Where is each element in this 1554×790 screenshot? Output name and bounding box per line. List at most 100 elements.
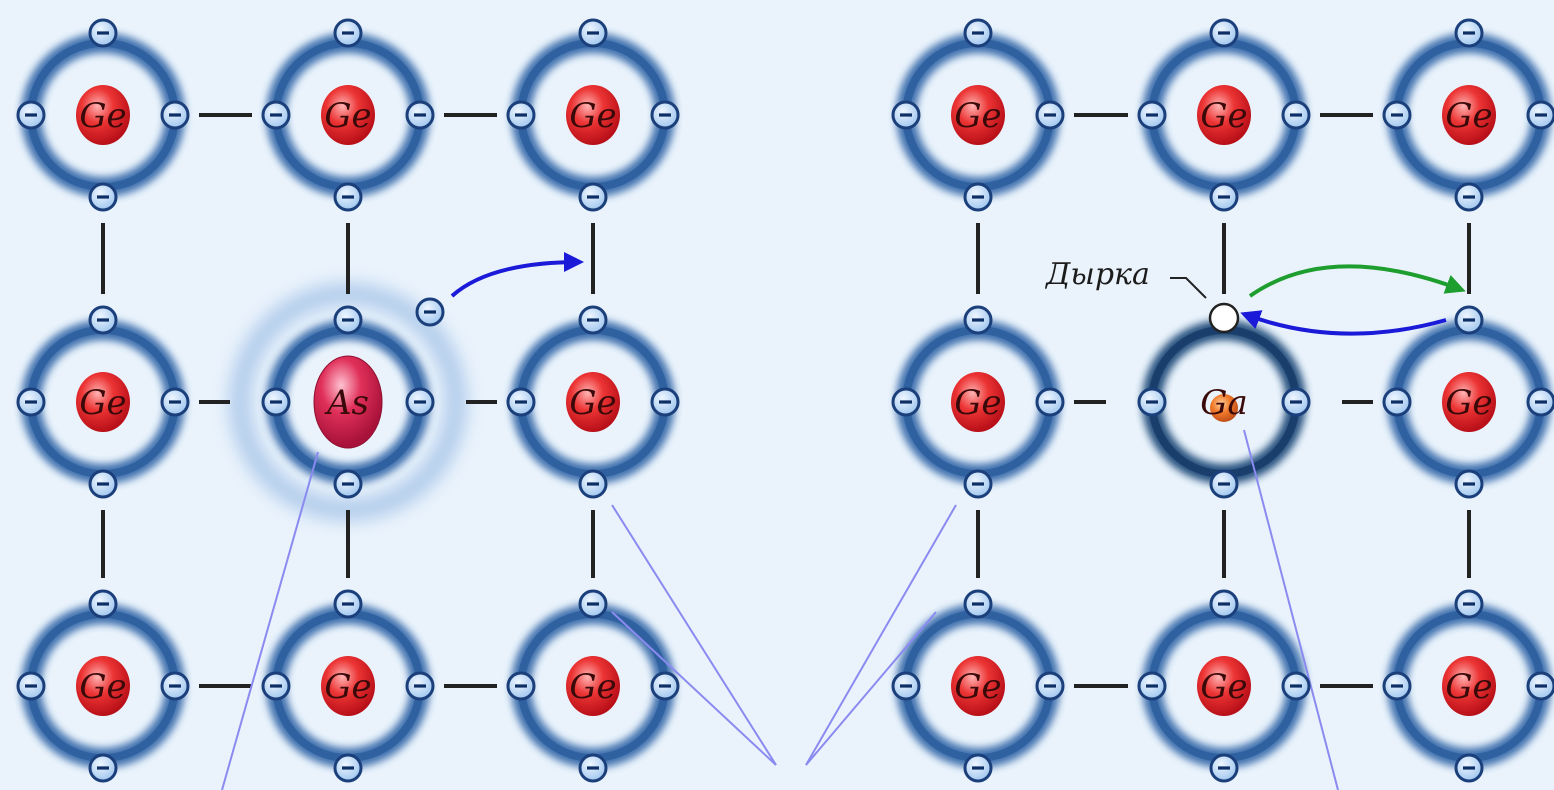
minus-icon	[97, 766, 109, 770]
minus-icon	[25, 113, 37, 117]
electron	[1454, 18, 1484, 48]
electron	[160, 671, 190, 701]
minus-icon	[515, 684, 527, 688]
minus-icon	[97, 602, 109, 606]
minus-icon	[1391, 684, 1403, 688]
electron	[891, 387, 921, 417]
minus-icon	[1463, 31, 1475, 35]
minus-icon	[1535, 113, 1547, 117]
minus-icon	[900, 400, 912, 404]
hole-leader-line	[1170, 277, 1207, 299]
electron	[578, 469, 608, 499]
electron-transfer-arrow	[450, 252, 584, 298]
electron	[160, 100, 190, 130]
electron	[1209, 18, 1239, 48]
hole-marker	[1208, 302, 1240, 334]
germanium-nucleus: Ge	[566, 656, 620, 716]
germanium-nucleus: Ge	[566, 372, 620, 432]
electron	[1454, 469, 1484, 499]
electron	[891, 100, 921, 130]
minus-icon	[587, 318, 599, 322]
element-symbol: Ge	[954, 383, 1001, 423]
electron	[1454, 182, 1484, 212]
germanium-nucleus: Ge	[76, 372, 130, 432]
minus-icon	[587, 602, 599, 606]
minus-icon	[424, 310, 436, 314]
germanium-nucleus: Ge	[1442, 85, 1496, 145]
minus-icon	[414, 684, 426, 688]
electron	[1526, 671, 1554, 701]
nucleus-ball	[951, 656, 1005, 716]
electron	[415, 297, 445, 327]
minus-icon	[169, 684, 181, 688]
electron	[88, 469, 118, 499]
minus-icon	[1463, 482, 1475, 486]
element-symbol: Ge	[1200, 667, 1247, 707]
electron	[88, 182, 118, 212]
electron-fill-arrow	[1240, 310, 1447, 336]
minus-icon	[169, 113, 181, 117]
minus-icon	[1218, 602, 1230, 606]
electron	[88, 589, 118, 619]
electron	[578, 589, 608, 619]
element-symbol: Ga	[1200, 383, 1247, 423]
minus-icon	[659, 113, 671, 117]
gallium-nucleus: Ga	[1200, 383, 1247, 423]
minus-icon	[1535, 684, 1547, 688]
minus-icon	[659, 684, 671, 688]
minus-icon	[1463, 318, 1475, 322]
electron	[1209, 753, 1239, 783]
germanium-nucleus: Ge	[76, 656, 130, 716]
germanium-nucleus: Ge	[76, 85, 130, 145]
minus-icon	[97, 482, 109, 486]
minus-icon	[1391, 113, 1403, 117]
electron	[333, 305, 363, 335]
element-symbol: Ge	[1445, 667, 1492, 707]
minus-icon	[900, 684, 912, 688]
bond-lines-layer	[101, 113, 1471, 688]
electron	[261, 387, 291, 417]
minus-icon	[342, 482, 354, 486]
electron	[16, 100, 46, 130]
electron	[1526, 100, 1554, 130]
minus-icon	[97, 31, 109, 35]
electron	[333, 182, 363, 212]
electron	[1454, 753, 1484, 783]
nucleus-ball	[566, 85, 620, 145]
minus-icon	[1218, 482, 1230, 486]
nucleus-ball	[313, 355, 383, 449]
electron	[506, 100, 536, 130]
minus-icon	[342, 195, 354, 199]
electron	[1137, 671, 1167, 701]
minus-icon	[972, 766, 984, 770]
minus-icon	[972, 195, 984, 199]
electron	[88, 18, 118, 48]
electron	[650, 671, 680, 701]
electron	[333, 18, 363, 48]
minus-icon	[270, 113, 282, 117]
pointer-line-ge-left-lower	[611, 611, 777, 766]
nucleus-ball	[76, 85, 130, 145]
electron	[1454, 305, 1484, 335]
element-symbol: Ge	[569, 96, 616, 136]
electron	[963, 753, 993, 783]
electron	[1209, 469, 1239, 499]
nucleus-ball	[76, 656, 130, 716]
germanium-nucleus: Ge	[951, 85, 1005, 145]
electron	[1382, 387, 1412, 417]
minus-icon	[1463, 766, 1475, 770]
minus-icon	[270, 684, 282, 688]
nucleus-ball	[566, 372, 620, 432]
nucleus-ball	[76, 372, 130, 432]
minus-icon	[587, 31, 599, 35]
electron	[963, 589, 993, 619]
minus-icon	[25, 400, 37, 404]
electron	[650, 100, 680, 130]
hole-label: Дырка	[1044, 257, 1150, 292]
element-symbol: Ge	[1445, 96, 1492, 136]
minus-icon	[1391, 400, 1403, 404]
minus-icon	[1463, 195, 1475, 199]
germanium-nucleus: Ge	[1442, 372, 1496, 432]
minus-icon	[1044, 113, 1056, 117]
